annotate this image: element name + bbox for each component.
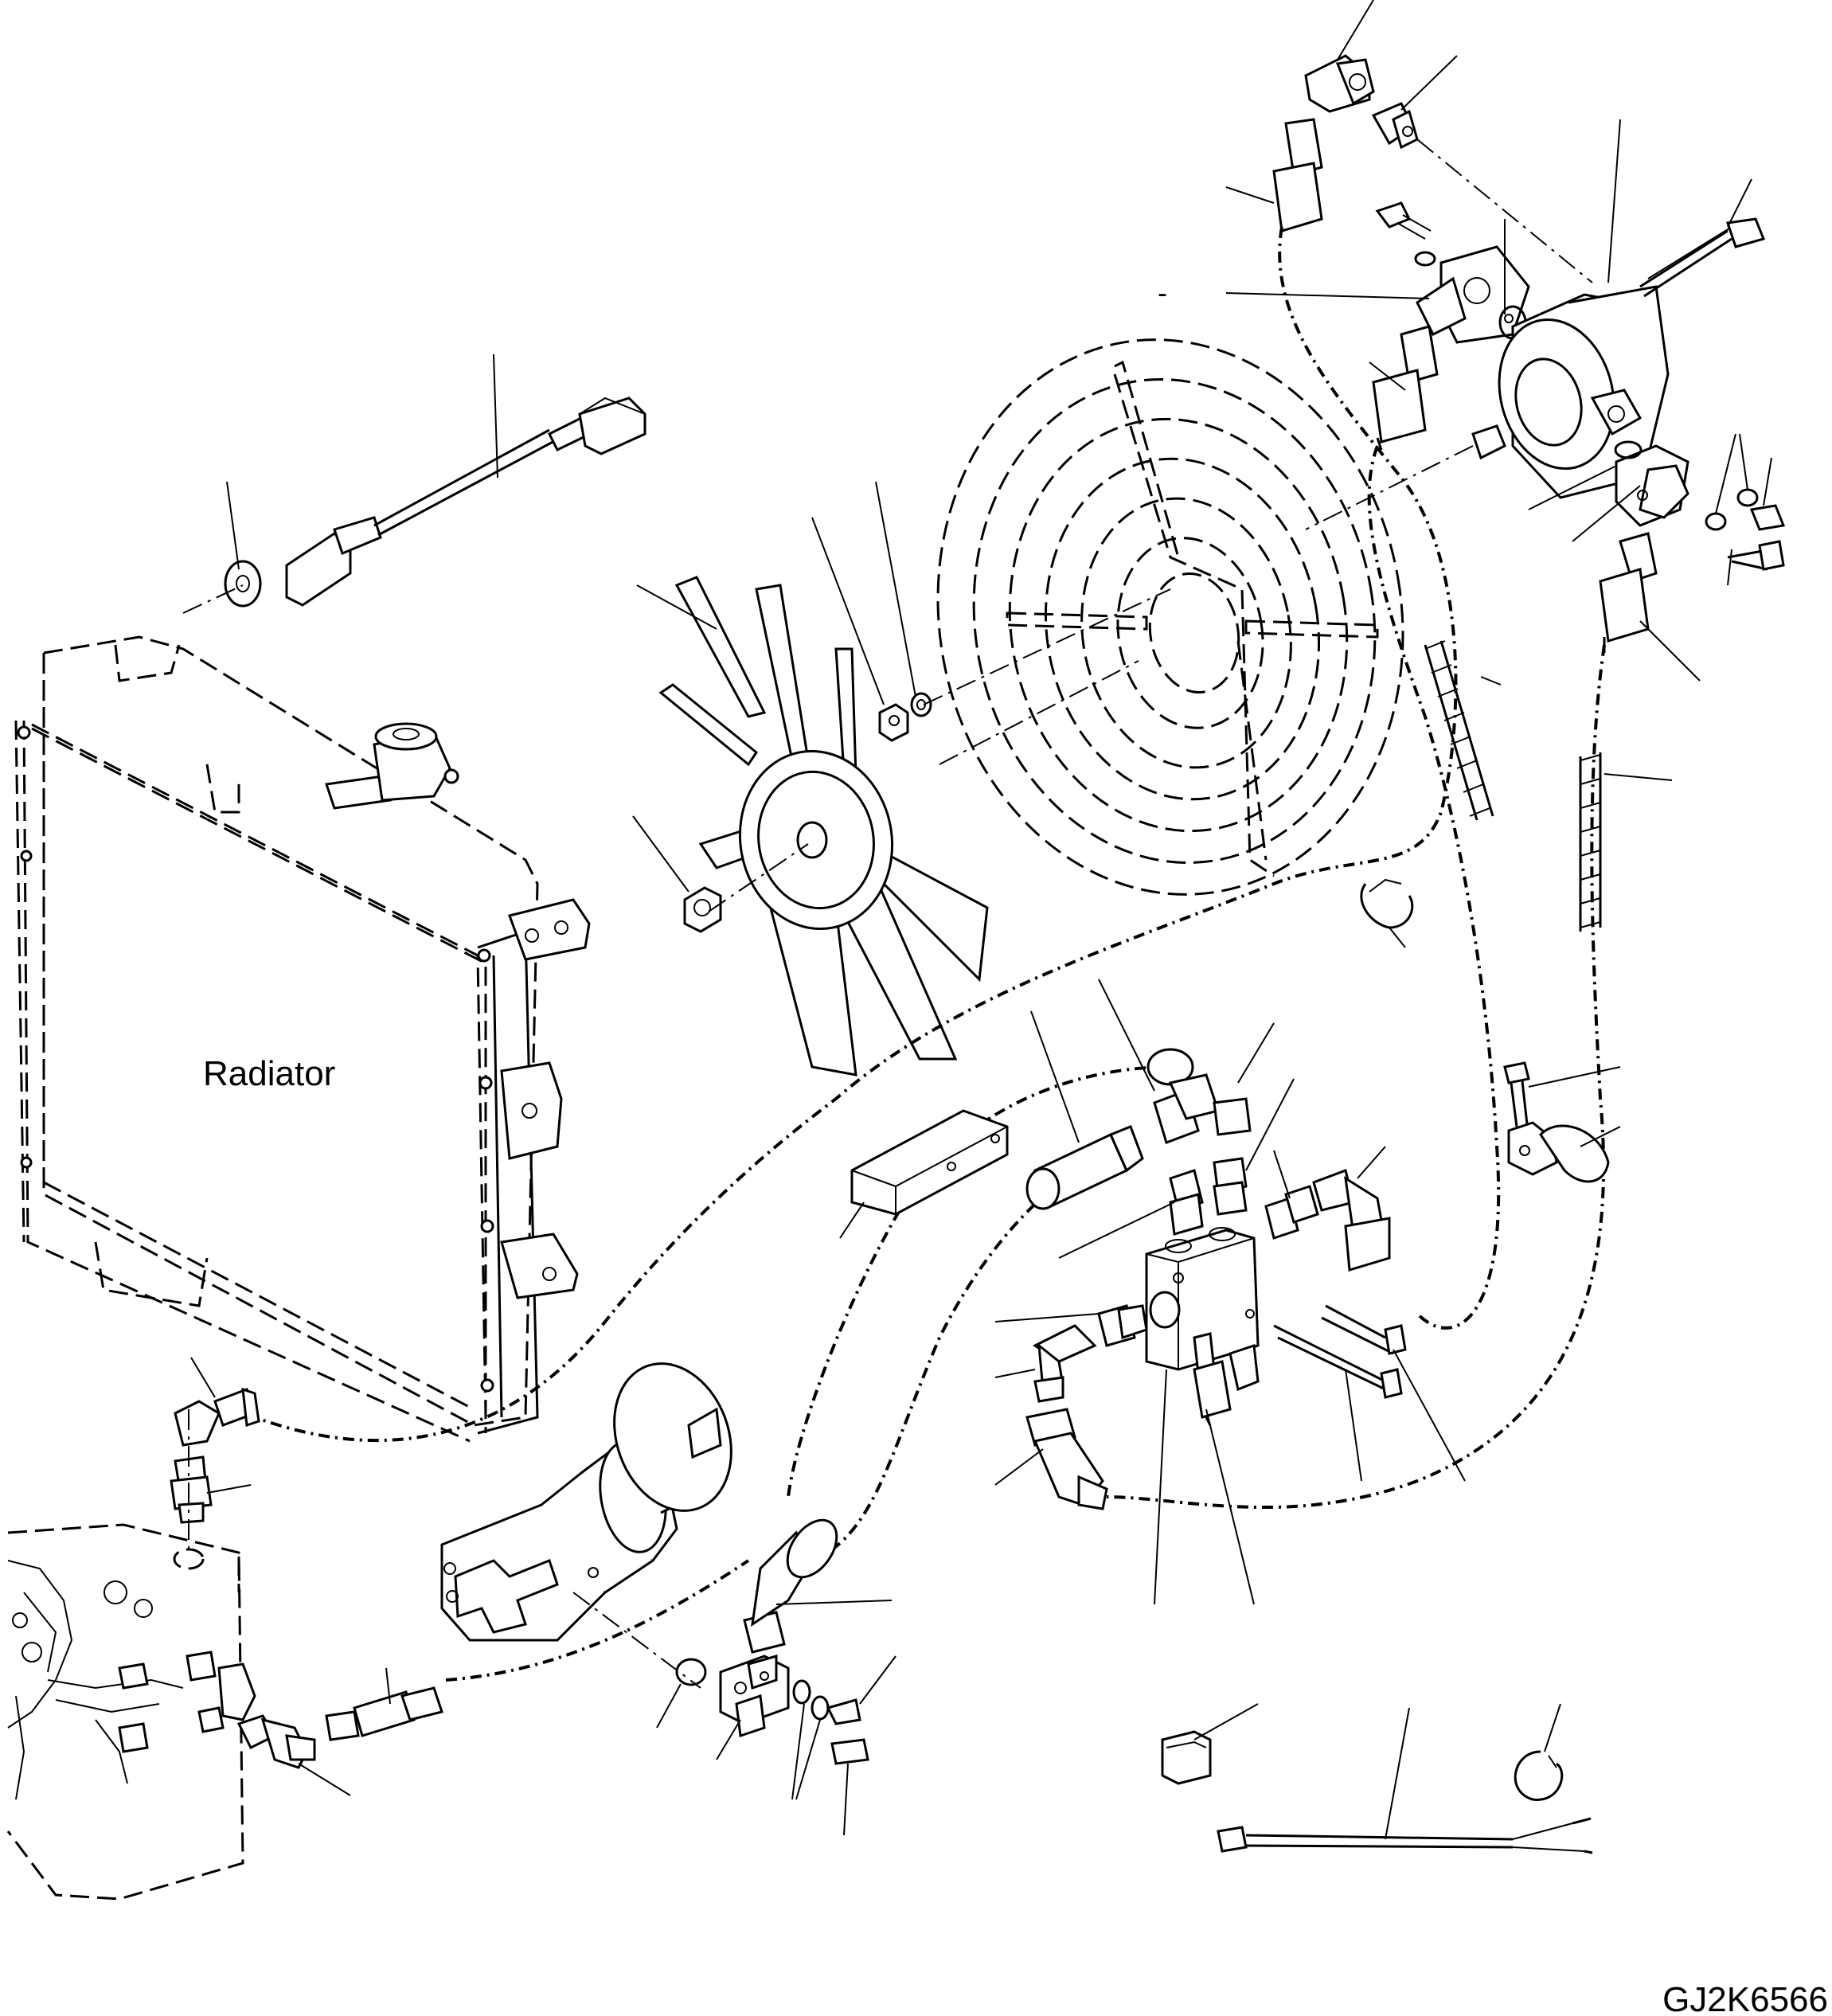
elbow-flange[interactable]: - [1158,245,1530,344]
tee-fitting[interactable] [1098,979,1275,1144]
radiator-label: Radiator [203,1054,335,1093]
manifold-bolts[interactable] [826,1655,896,1836]
adapter-pair[interactable] [1058,1078,1295,1259]
hose-elbow-motor[interactable] [743,1511,893,1654]
elbow-fitting-left[interactable] [174,1357,260,1447]
valve-inlet-fittings[interactable] [994,1304,1148,1403]
drawing-code: GJ2K6566 [1662,1980,1828,2016]
cooling-fan[interactable] [632,481,1171,1076]
outlet-bolts[interactable] [1705,433,1786,586]
fan-nut[interactable] [683,886,722,933]
spacer-bar[interactable] [839,1109,1009,1239]
hub-washer[interactable] [910,692,932,717]
adapter-fitting[interactable] [1371,55,1593,283]
motor-manifold[interactable] [716,1655,790,1760]
valve-block[interactable] [1145,1227,1260,1605]
swivel-elbow-fitting[interactable] [1304,0,1375,113]
motor-o-ring[interactable] [656,1658,707,1729]
wiring-harness[interactable] [1217,1707,1593,1854]
hose-end-mid[interactable] [1369,325,1439,451]
fan-guard [936,338,1404,896]
dash-mark: - [1158,276,1167,309]
spiral-hose-guard-right[interactable] [1579,752,1673,932]
hub-nut[interactable] [878,703,909,742]
elbow-right[interactable] [1312,1146,1391,1272]
hose-end-top[interactable] [1225,118,1323,232]
elbow-fitting-bottom[interactable] [236,1714,351,1796]
hose-lines [254,226,1606,1682]
engine-block [6,1523,256,1901]
straight-adapter-left[interactable] [170,1409,252,1570]
hose-elbow-lower[interactable] [994,1408,1108,1510]
valve-bolts[interactable] [1273,1304,1466,1482]
flange-bolt[interactable] [1375,201,1436,267]
rocker-switch[interactable] [1161,1703,1259,1785]
check-valve[interactable] [1025,1010,1144,1210]
pump-outlet-flange[interactable] [1528,440,1689,542]
spiral-hose-guard-left[interactable] [1424,640,1502,821]
adapter-right[interactable] [1264,1150,1319,1240]
hose-end-right[interactable] [1599,532,1701,682]
mounting-bolt[interactable] [1503,1061,1621,1127]
temperature-sensor[interactable] [182,354,646,614]
radiator-assembly[interactable]: Radiator [14,635,591,1443]
hose-end-bottom[interactable] [325,1667,443,1741]
hose-clamp-lower[interactable] [1514,1703,1564,1801]
hydraulic-motor[interactable] [440,1347,751,1689]
manifold-washers[interactable] [791,1679,830,1800]
long-through-bolt[interactable] [1305,178,1766,530]
p-clamp[interactable] [1507,1121,1621,1183]
hose-clamp-upper[interactable] [1360,878,1414,948]
gear-pump[interactable] [1471,119,1670,499]
